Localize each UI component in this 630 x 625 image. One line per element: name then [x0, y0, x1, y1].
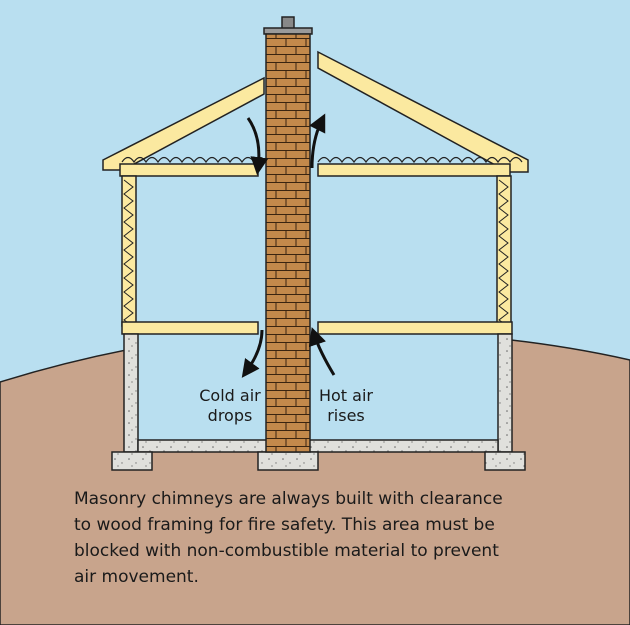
hot-air-label: Hot air rises — [306, 386, 386, 426]
chimney-cap — [281, 16, 295, 30]
footing-center — [257, 451, 319, 471]
hot-air-arrow-floor — [308, 327, 336, 376]
caption-line4: air movement. — [74, 567, 199, 587]
basement-slab — [137, 439, 499, 453]
cold-air-arrow-attic — [246, 117, 269, 176]
cold-air-label-line2: drops — [207, 406, 253, 425]
hot-air-label-line2: rises — [327, 406, 365, 425]
wall-right-insulation — [498, 179, 509, 327]
house-interior — [128, 172, 502, 447]
cold-air-label-line1: Cold air — [199, 386, 261, 405]
caption-line2: to wood framing for fire safety. This ar… — [74, 515, 495, 535]
left-rafter — [102, 76, 265, 171]
caption: Masonry chimneys are always built with c… — [74, 486, 614, 590]
ceiling-joist-right — [317, 163, 511, 177]
foundation-wall-left — [123, 333, 139, 453]
wall-left-insulation — [123, 179, 134, 327]
cold-air-arrow-floor — [241, 329, 264, 378]
hot-air-arrow-attic — [309, 113, 326, 169]
caption-line3: blocked with non-combustible material to… — [74, 541, 499, 561]
caption-line1: Masonry chimneys are always built with c… — [74, 489, 503, 509]
floor-joist-left — [121, 321, 259, 335]
cold-air-label: Cold air drops — [190, 386, 270, 426]
chimney-crown — [263, 27, 313, 35]
right-rafter — [317, 50, 529, 173]
masonry-chimney — [265, 33, 311, 453]
ceiling-joist-left — [119, 163, 259, 177]
attic-insulation-right — [317, 156, 523, 164]
attic-insulation-left — [121, 156, 267, 164]
foundation-wall-right — [497, 333, 513, 453]
footing-left — [111, 451, 153, 471]
footing-right — [484, 451, 526, 471]
hot-air-label-line1: Hot air — [318, 386, 373, 405]
floor-joist-right — [317, 321, 513, 335]
